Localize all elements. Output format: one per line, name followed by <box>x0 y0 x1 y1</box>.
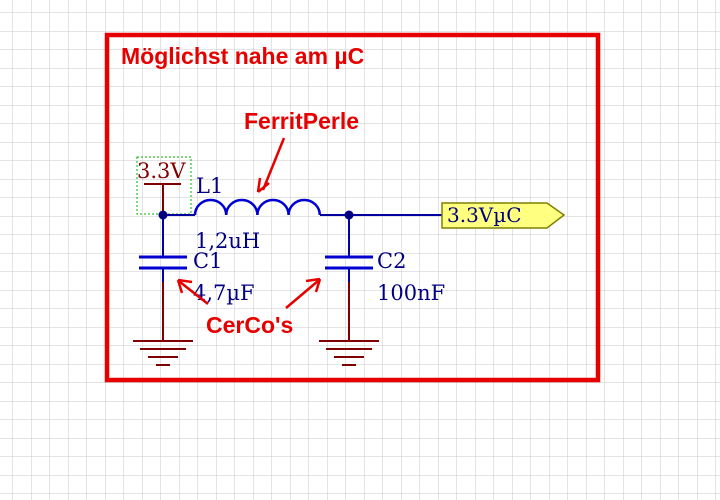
annotation-caps-text: CerCo's <box>206 312 293 338</box>
inductor-designator: L1 <box>196 174 223 198</box>
wires <box>162 214 442 253</box>
junction-dot-right <box>344 210 354 220</box>
output-port-label: 3.3VµC <box>447 203 522 227</box>
capacitor-c1-value: 4,7µF <box>193 281 255 305</box>
placement-frame: Möglichst nahe am µC <box>104 32 601 383</box>
power-source-label: 3.3V <box>137 159 186 183</box>
capacitor-c2-designator: C2 <box>377 249 406 273</box>
power-symbol-3v3[interactable]: 3.3V <box>136 156 192 215</box>
output-port-3v3uc[interactable]: 3.3VµC <box>441 202 566 229</box>
ground-symbol-c1[interactable] <box>133 282 193 366</box>
capacitor-c1-designator: C1 <box>193 249 222 273</box>
inductor-value: 1,2uH <box>195 229 260 253</box>
annotation-caps: CerCo's <box>176 277 322 338</box>
junction-dot-left <box>158 210 168 220</box>
inductor-L1[interactable]: L1 1,2uH <box>193 174 322 253</box>
capacitor-c2-value: 100nF <box>377 281 445 305</box>
annotation-ferrite: FerritPerle <box>244 108 359 193</box>
ground-symbol-c2[interactable] <box>319 282 379 366</box>
annotation-ferrite-text: FerritPerle <box>244 108 359 134</box>
capacitor-C2[interactable]: C2 100nF <box>325 249 445 305</box>
frame-title: Möglichst nahe am µC <box>121 43 364 69</box>
capacitor-C1[interactable]: C1 4,7µF <box>139 249 255 305</box>
